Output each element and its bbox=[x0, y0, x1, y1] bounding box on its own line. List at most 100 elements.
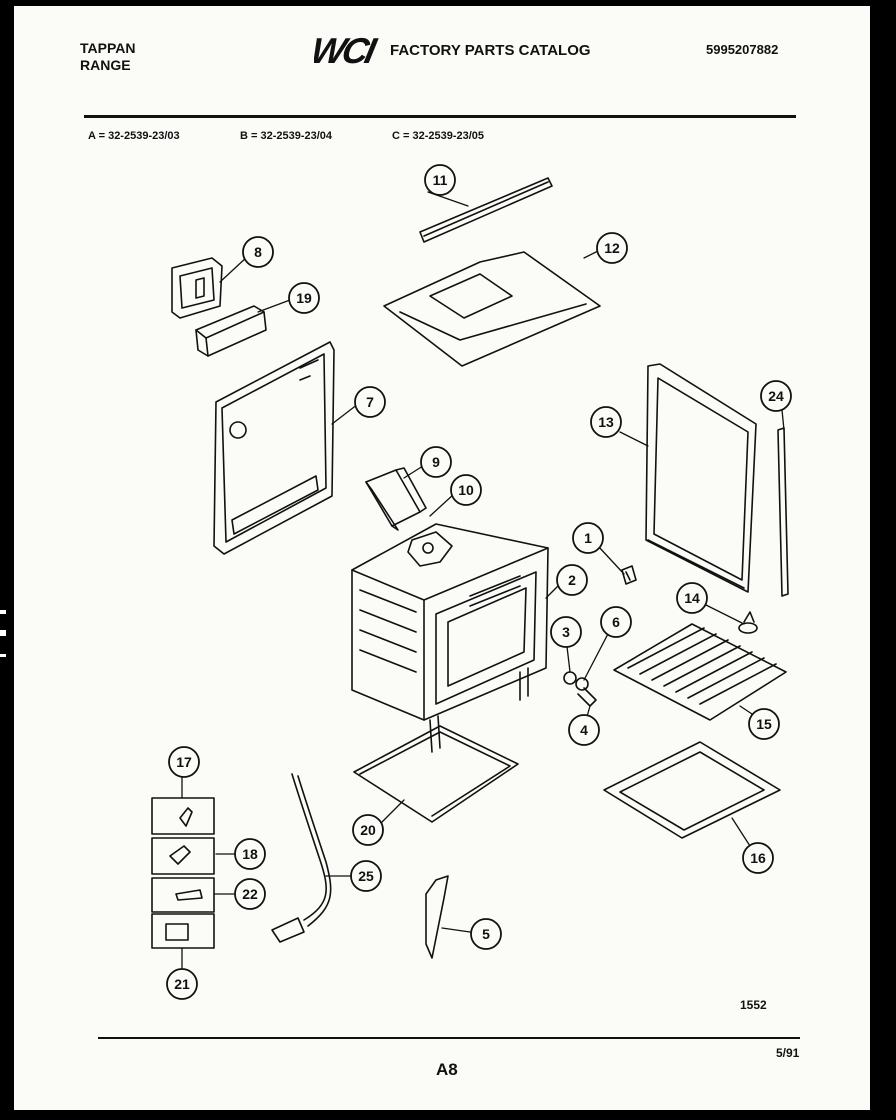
callout-label: 22 bbox=[242, 886, 258, 902]
brand-name: TAPPAN bbox=[80, 40, 136, 56]
callout-circle bbox=[420, 446, 452, 478]
callout-circle bbox=[450, 474, 482, 506]
callout-circle bbox=[600, 606, 632, 638]
callout-7: 7 bbox=[354, 386, 386, 418]
part-7-back-panel bbox=[213, 341, 335, 555]
callout-circle bbox=[168, 746, 200, 778]
callout-11: 11 bbox=[424, 164, 456, 196]
callout-label: 24 bbox=[768, 388, 784, 404]
part-15-oven-rack bbox=[613, 623, 787, 721]
callout-3: 3 bbox=[550, 616, 582, 648]
revision-date: 5/91 bbox=[776, 1046, 800, 1060]
callout-circle bbox=[568, 714, 600, 746]
part-11-trim-strip bbox=[419, 177, 553, 243]
callout-circle bbox=[572, 522, 604, 554]
callout-label: 7 bbox=[366, 394, 374, 410]
footer-divider bbox=[98, 1037, 800, 1039]
page-number: A8 bbox=[436, 1060, 458, 1079]
callout-2: 2 bbox=[556, 564, 588, 596]
model-c: C = 32-2539-23/05 bbox=[392, 130, 485, 142]
callout-22: 22 bbox=[234, 878, 266, 910]
callout-6: 6 bbox=[600, 606, 632, 638]
callout-label: 20 bbox=[360, 822, 376, 838]
header-divider bbox=[84, 115, 796, 118]
part-8-vent-bracket bbox=[171, 257, 223, 319]
callout-12: 12 bbox=[596, 232, 628, 264]
part-1-knob bbox=[621, 565, 637, 585]
part-19-insulation-pad bbox=[195, 305, 267, 357]
callout-8: 8 bbox=[242, 236, 274, 268]
part-14-rack-support bbox=[738, 611, 758, 634]
part-12-top-panel bbox=[383, 251, 601, 367]
callout-circle bbox=[550, 616, 582, 648]
callout-label: 14 bbox=[684, 590, 700, 606]
callout-4: 4 bbox=[568, 714, 600, 746]
part-25-power-cord bbox=[271, 773, 332, 943]
scan-edge-marks bbox=[0, 610, 6, 657]
part-20-bottom-panel bbox=[353, 725, 519, 823]
callout-9: 9 bbox=[420, 446, 452, 478]
callout-15: 15 bbox=[748, 708, 780, 740]
callout-label: 9 bbox=[432, 454, 440, 470]
part-24-side-trim bbox=[777, 427, 789, 597]
callout-5: 5 bbox=[470, 918, 502, 950]
callout-circle bbox=[242, 236, 274, 268]
callout-circle bbox=[748, 708, 780, 740]
callout-20: 20 bbox=[352, 814, 384, 846]
callout-17: 17 bbox=[168, 746, 200, 778]
catalog-title: FACTORY PARTS CATALOG bbox=[390, 42, 591, 59]
callout-circle bbox=[166, 968, 198, 1000]
part-16-broiler-pan bbox=[603, 741, 781, 839]
callout-label: 16 bbox=[750, 850, 766, 866]
callout-label: 15 bbox=[756, 716, 772, 732]
callout-label: 1 bbox=[584, 530, 592, 546]
callout-label: 13 bbox=[598, 414, 614, 430]
brand-block: TAPPAN RANGE bbox=[80, 40, 135, 74]
part-2-oven-body bbox=[351, 523, 549, 753]
callout-label: 17 bbox=[176, 754, 192, 770]
part-10-burner bbox=[407, 531, 453, 567]
callout-18: 18 bbox=[234, 838, 266, 870]
callout-circle bbox=[424, 164, 456, 196]
callout-label: 3 bbox=[562, 624, 570, 640]
callout-label: 18 bbox=[242, 846, 258, 862]
model-a: A = 32-2539-23/03 bbox=[88, 130, 180, 142]
callout-1: 1 bbox=[572, 522, 604, 554]
callout-circle bbox=[590, 406, 622, 438]
callout-25: 25 bbox=[350, 860, 382, 892]
callout-label: 2 bbox=[568, 572, 576, 588]
callout-circle bbox=[234, 838, 266, 870]
callout-13: 13 bbox=[590, 406, 622, 438]
callout-label: 12 bbox=[604, 240, 620, 256]
callout-circle bbox=[352, 814, 384, 846]
part-9-flue-box bbox=[365, 467, 427, 531]
callout-circle bbox=[596, 232, 628, 264]
callout-19: 19 bbox=[288, 282, 320, 314]
logo-text: WCI bbox=[314, 30, 381, 70]
callout-21: 21 bbox=[166, 968, 198, 1000]
wci-logo: WCI bbox=[314, 30, 381, 70]
callout-14: 14 bbox=[676, 582, 708, 614]
product-type: RANGE bbox=[80, 57, 131, 73]
callout-label: 4 bbox=[580, 722, 588, 738]
part-3-6-4-fittings bbox=[563, 671, 597, 707]
callout-circle bbox=[742, 842, 774, 874]
callout-10: 10 bbox=[450, 474, 482, 506]
callout-label: 5 bbox=[482, 926, 490, 942]
callout-circle bbox=[288, 282, 320, 314]
callout-24: 24 bbox=[760, 380, 792, 412]
callout-label: 8 bbox=[254, 244, 262, 260]
callout-circle bbox=[470, 918, 502, 950]
callout-label: 19 bbox=[296, 290, 312, 306]
callout-circle bbox=[354, 386, 386, 418]
part-13-door-frame bbox=[645, 363, 757, 593]
model-b: B = 32-2539-23/04 bbox=[240, 130, 333, 142]
callout-16: 16 bbox=[742, 842, 774, 874]
parts-hardware-boxes bbox=[151, 797, 215, 949]
callout-circle bbox=[760, 380, 792, 412]
callout-label: 25 bbox=[358, 868, 374, 884]
callout-circle bbox=[350, 860, 382, 892]
callout-circle bbox=[234, 878, 266, 910]
